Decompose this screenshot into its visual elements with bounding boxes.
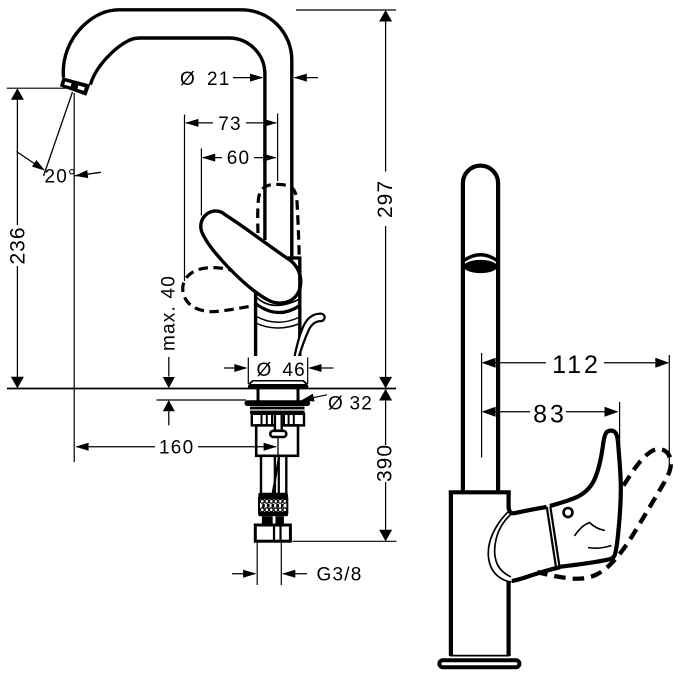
svg-text:390: 390 [373, 444, 396, 482]
svg-text:297: 297 [374, 180, 397, 218]
svg-text:160: 160 [159, 438, 194, 459]
svg-text:21: 21 [207, 69, 231, 90]
svg-text:83: 83 [533, 401, 567, 429]
svg-text:max. 40: max. 40 [159, 275, 180, 351]
svg-text:46: 46 [282, 360, 306, 381]
svg-text:Ø: Ø [328, 394, 344, 415]
svg-text:236: 236 [6, 226, 29, 264]
svg-text:20°: 20° [45, 167, 77, 188]
svg-text:Ø: Ø [180, 69, 196, 90]
svg-text:32: 32 [350, 394, 374, 415]
svg-text:G3/8: G3/8 [317, 565, 363, 586]
svg-text:112: 112 [552, 351, 601, 379]
svg-text:73: 73 [218, 114, 242, 135]
svg-text:Ø: Ø [257, 360, 273, 381]
svg-text:60: 60 [227, 148, 251, 169]
